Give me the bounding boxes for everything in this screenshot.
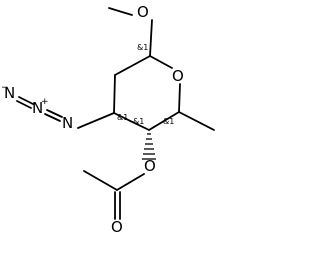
azide-n3-charge: − — [1, 83, 9, 93]
bond-azide-n1-n2-a — [46, 109, 63, 118]
bond-ring-o-c1 — [149, 55, 173, 69]
stereo-label-c3: &1 — [117, 113, 128, 122]
molecule-structure: O O O O N N + N − &1 &1 &1 &1 — [1, 3, 215, 236]
bond-azide-n2-n3-b — [16, 100, 32, 109]
stereo-label-c4: &1 — [133, 117, 144, 126]
bond-lines — [16, 7, 215, 220]
bond-c5-ring-o — [178, 83, 181, 113]
bond-c4-c5 — [148, 111, 180, 131]
bond-methyl-methoxy-o — [108, 7, 133, 16]
azide-n1-label: N — [62, 114, 73, 132]
bond-methoxy-o-c1 — [149, 19, 153, 57]
carbonyl-oxygen-label: O — [111, 218, 123, 236]
hashed-wedge-c4-ester-o — [142, 133, 156, 160]
stereo-label-c1: &1 — [137, 43, 148, 52]
azide-n2-charge: + — [41, 97, 49, 107]
bond-acyl-c-methyl — [83, 170, 118, 191]
ester-oxygen-label: O — [144, 157, 156, 175]
bond-c3-c4 — [113, 112, 150, 131]
bond-azide-n2-n3-a — [18, 96, 34, 105]
bond-ester-o-acyl-c — [116, 173, 145, 191]
bond-c2-c3 — [113, 74, 116, 114]
bond-c1-c2 — [114, 55, 151, 76]
bond-c5-methyl — [178, 111, 215, 131]
bond-c3-azide-n — [77, 112, 115, 129]
bond-azide-n1-n2-b — [44, 113, 61, 122]
azide-n2-label: N — [32, 99, 43, 117]
stereo-label-c5: &1 — [163, 117, 174, 126]
methoxy-oxygen-label: O — [137, 3, 149, 21]
ring-oxygen-label: O — [172, 67, 184, 85]
azide-n3-label: N — [4, 84, 15, 102]
